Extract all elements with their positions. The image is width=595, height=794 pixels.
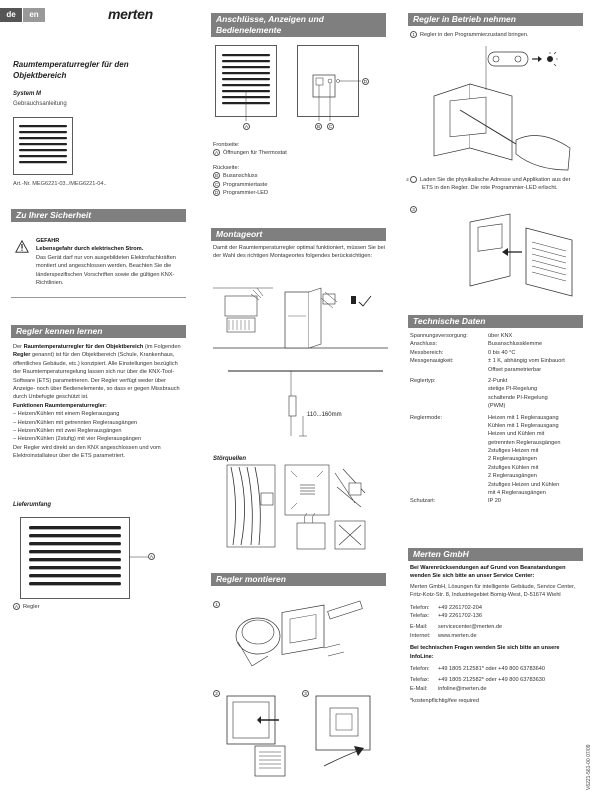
lang-tab-en[interactable]: en [23, 8, 45, 22]
contact-email[interactable]: E-Mail:servicecenter@merten.de [410, 624, 503, 631]
article-number: Art.-Nr. MEG6221-03../MEG6221-04.. [13, 181, 107, 187]
callout-back-d: D [362, 78, 369, 85]
mount-step-2-image [226, 695, 286, 777]
document-code: V6221-561-00 07/09 [586, 744, 592, 790]
legend-text-regler: Regler [23, 604, 40, 610]
returns-intro: Bei Warenrücksendungen auf Grund von Bea… [410, 565, 566, 580]
callout-a: A [148, 553, 155, 560]
product-image-large [20, 517, 148, 599]
infoline-intro: Bei technischen Fragen wenden Sie sich b… [410, 645, 560, 660]
mount-step-3: 3 [302, 690, 309, 697]
infoline-email[interactable]: E-Mail:infoline@merten.de [410, 685, 487, 692]
merten-address: Merten GmbH, Lösungen für intelligente G… [410, 583, 576, 599]
section-mount-heading: Regler montieren [211, 573, 386, 586]
commissioning-image-1 [433, 46, 571, 171]
room-illustration [213, 278, 388, 356]
mounting-height-label: 110...160mm [307, 412, 342, 418]
section-intro-heading: Regler kennen lernen [11, 325, 186, 338]
mount-step-3-image [315, 695, 371, 767]
contact-phone: Telefon:+49 2261702-204 [410, 604, 483, 611]
section-safety-heading: Zu Ihrer Sicherheit [11, 209, 186, 222]
lang-tab-de[interactable]: de [0, 8, 22, 22]
tech-row-3: Messbereich:0 bis 40 °C [410, 349, 516, 356]
commissioning-step-3: 3 [410, 206, 417, 213]
section-commissioning-heading: Regler in Betrieb nehmen [408, 13, 583, 26]
section-mounting-location-heading: Montageort [211, 228, 386, 241]
back-view-image [297, 45, 361, 121]
callout-front-a: A [243, 123, 250, 130]
intro-paragraph: Der Raumtemperaturregler für den Objektb… [13, 344, 181, 401]
function-item-3: – Heizen/Kühlen mit zwei Reglerausgängen [13, 427, 122, 434]
function-item-4: – Heizen/Kühlen (2stufig) mit vier Regle… [13, 436, 142, 443]
scope-heading: Lieferumfang [13, 502, 52, 508]
commissioning-image-3 [469, 213, 573, 297]
warning-icon [15, 239, 29, 253]
mounting-location-text: Damit der Raumtemperaturregler optimal f… [213, 245, 385, 260]
danger-text: Das Gerät darf nur von ausgebildeten Ele… [36, 254, 176, 286]
function-item-1: – Heizen/Kühlen mit einem Reglerausgang [13, 411, 120, 418]
interference-heading: Störquellen [213, 456, 247, 462]
danger-label: GEFAHR [36, 238, 60, 244]
section-tech-heading: Technische Daten [408, 315, 583, 328]
intro-paragraph-2: Der Regler wird direkt an den KNX angesc… [13, 444, 161, 460]
tech-row-2: Anschluss:Busanschlussklemme [410, 341, 543, 348]
back-label: Rückseite: [213, 164, 240, 171]
manual-label: Gebrauchsanleitung [13, 101, 67, 107]
merten-contact: Bei Warenrücksendungen auf Grund von Bea… [410, 564, 582, 705]
tech-row-1: Spannungsversorgung:über KNX [410, 333, 513, 339]
functions-heading: Funktionen Raumtemperaturregler: [13, 402, 107, 409]
front-view-image [215, 45, 277, 121]
mount-step-1-image [235, 600, 363, 667]
safety-text: GEFAHR Lebensgefahr durch elektrischen S… [36, 237, 184, 287]
legend-letter-a: A [13, 603, 20, 611]
document-title: Raumtemperaturregler für den Objektberei… [13, 60, 129, 80]
danger-bold: Lebensgefahr durch elektrischen Strom. [36, 246, 144, 253]
brand-logo: merten [108, 6, 153, 22]
intro-text: Der Raumtemperaturregler für den Objektb… [13, 343, 185, 460]
mount-step-2: 2 [213, 690, 220, 697]
section-connections-heading: Anschlüsse, Anzeigen und Bedienelemente [211, 13, 386, 37]
callout-back-b: B [315, 123, 322, 130]
front-label: Frontseite: [213, 142, 240, 148]
contact-fax: Telefax:+49 2261702-136 [410, 612, 483, 619]
tech-table: Spannungsversorgung:über KNX Anschluss:B… [410, 332, 582, 506]
height-diagram [228, 370, 383, 437]
interference-illustration [226, 464, 366, 550]
callout-back-c: C [327, 123, 334, 130]
infoline-phone: Telefon:+49 1805 212581* oder +49 800 63… [410, 665, 546, 672]
contact-internet[interactable]: Internet:www.merten.de [410, 632, 477, 639]
footnote: *kostenpflichtig/fee required [410, 698, 480, 705]
product-image-small [13, 117, 73, 175]
system-label: System M [13, 91, 42, 97]
tech-row-7: Schutzart:IP 20 [410, 498, 501, 505]
section-merten-heading: Merten GmbH [408, 548, 583, 561]
mount-step-1: 1 [213, 601, 220, 608]
safety-divider [11, 297, 186, 298]
infoline-fax: Telefax:+49 1805 212582* oder +49 800 63… [410, 677, 546, 684]
tech-row-4: Messgenauigkeit:± 1 K, abhängig vom Einb… [410, 358, 565, 373]
function-item-2: – Heizen/Kühlen mit getrennten Regleraus… [13, 419, 138, 426]
